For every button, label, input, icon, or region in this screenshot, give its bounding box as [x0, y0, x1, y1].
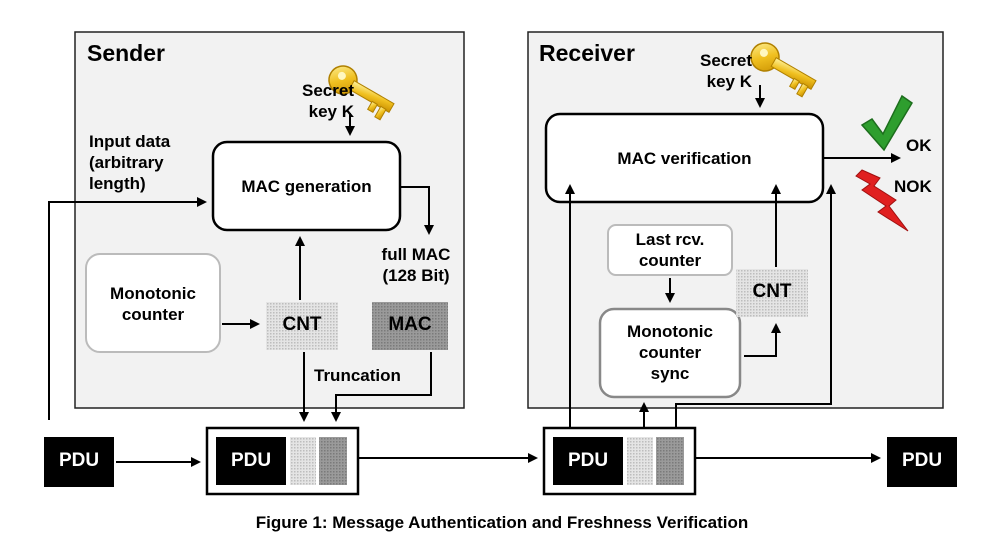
monotonic-counter-label: Monotonic counter: [110, 284, 196, 324]
nok-label: NOK: [894, 177, 932, 196]
pdu-output-box: [887, 437, 957, 487]
pdu-input-label: PDU: [58, 450, 100, 471]
monotonic-counter-box: [85, 253, 221, 353]
truncation-label: Truncation: [314, 366, 401, 385]
mac-output-arrow: [400, 186, 434, 235]
pdu-sent-box: [216, 437, 286, 485]
cnt-label-receiver: CNT: [752, 281, 792, 302]
counter-sync-label: Monotonic counter sync: [627, 322, 713, 383]
truncation-arrow: [331, 352, 432, 422]
received-mac-segment: [656, 437, 684, 485]
figure-caption: Figure 1: Message Authentication and Fre…: [255, 513, 749, 532]
last-rcv-counter-box: [607, 224, 733, 276]
mac-label-sender: MAC: [388, 314, 432, 335]
secret-key-label-sender: Secret key K: [302, 81, 354, 121]
input-data-arrow: [48, 197, 207, 420]
ok-label: OK: [906, 136, 932, 155]
pdu-received-box: [553, 437, 623, 485]
last-rcv-counter-label: Last rcv. counter: [635, 230, 705, 270]
sent-cnt-segment: [290, 437, 316, 485]
cnt-box-sender: [266, 302, 338, 350]
key-icon: [328, 65, 395, 121]
checkmark-icon: [860, 94, 914, 152]
mac-generation-label: MAC generation: [241, 177, 372, 196]
mac-to-verification-arrow: [675, 184, 836, 428]
cnt-label-sender: CNT: [282, 314, 322, 335]
pdu-sent-label: PDU: [230, 450, 272, 471]
cnt-box-receiver: [736, 269, 808, 317]
receiver-title: Receiver: [539, 40, 635, 66]
received-cnt-segment: [627, 437, 653, 485]
mac-verification-label: MAC verification: [617, 149, 752, 168]
sender-title: Sender: [87, 40, 165, 66]
key-icon: [750, 42, 817, 98]
lightning-icon: [855, 169, 909, 232]
secret-key-label-receiver: Secret key K: [700, 51, 752, 91]
pdu-received-label: PDU: [567, 450, 609, 471]
counter-sync-box: [598, 307, 742, 399]
input-data-label: Input data (arbitrary length): [89, 132, 171, 193]
sent-mac-segment: [319, 437, 347, 485]
mac-box-sender: [372, 302, 448, 350]
full-mac-label: full MAC (128 Bit): [381, 245, 451, 285]
pdu-input-box: [44, 437, 114, 487]
sync-to-cnt-arrow: [744, 323, 781, 357]
pdu-output-label: PDU: [901, 450, 943, 471]
